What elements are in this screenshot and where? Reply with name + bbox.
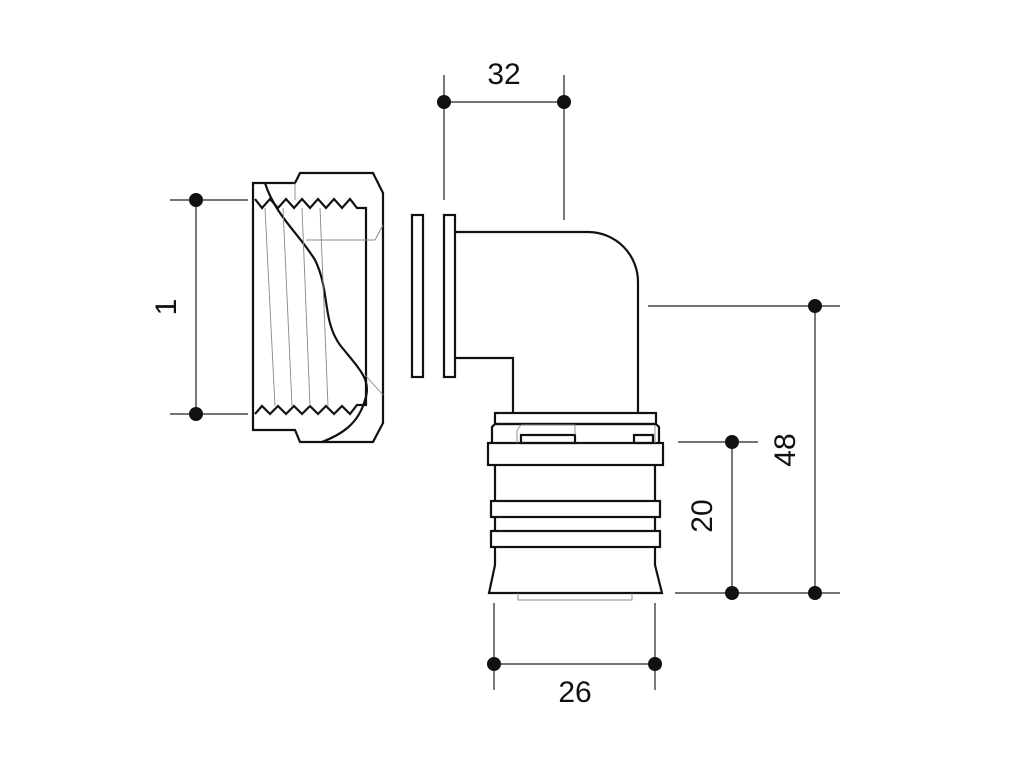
dimension-26: 26 (487, 603, 662, 709)
elbow-fitting (442, 213, 665, 601)
union-nut (251, 171, 385, 444)
dimension-20: 20 (678, 435, 758, 600)
dimension-48: 48 (648, 299, 840, 600)
dimension-label-thread: 1 (150, 299, 183, 316)
dimension-32: 32 (437, 58, 571, 220)
dimension-label-26: 26 (558, 676, 591, 709)
dimension-label-32: 32 (487, 58, 520, 91)
dimension-label-20: 20 (686, 499, 719, 532)
dimension-thread: 1 (150, 193, 248, 421)
dimension-label-48: 48 (769, 433, 802, 466)
gasket (410, 213, 425, 379)
